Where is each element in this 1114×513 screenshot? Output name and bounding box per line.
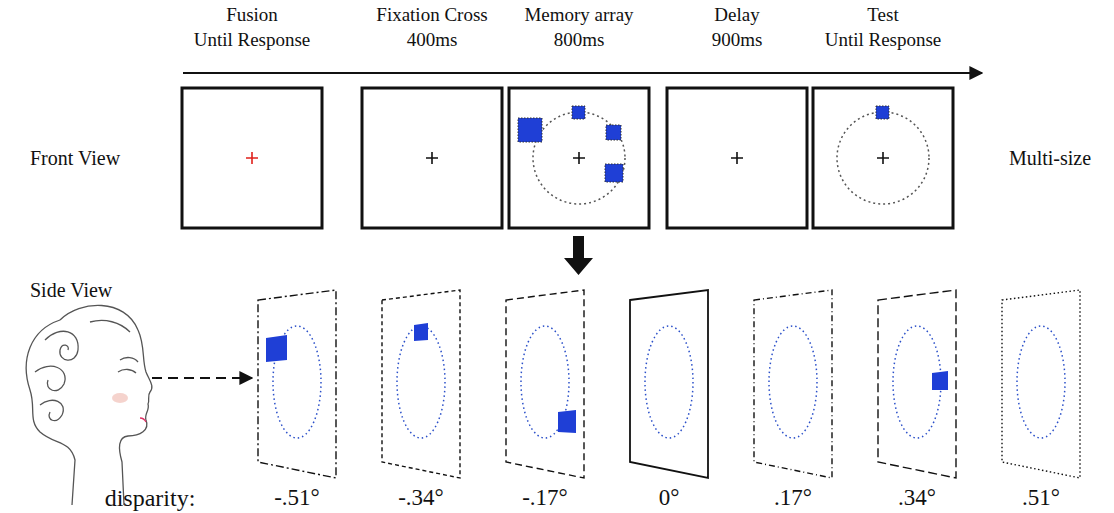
plane <box>754 290 832 478</box>
lips <box>140 418 146 422</box>
depth-planes <box>258 290 1080 478</box>
timeline-arrow <box>183 72 982 74</box>
blue-square <box>606 125 621 140</box>
blue-square <box>572 106 585 119</box>
condition-label: Multi-size <box>1009 147 1091 169</box>
hair-curl <box>35 366 65 390</box>
eye <box>118 369 136 373</box>
fixation-cross <box>573 152 585 164</box>
screen <box>813 88 953 228</box>
dotted-circle <box>837 112 929 204</box>
down-arrow <box>564 236 593 275</box>
stage-title: Memory array <box>524 5 633 26</box>
disparity-value: .51° <box>1022 485 1060 510</box>
gaze-arrow <box>152 377 252 379</box>
dotted-ellipse <box>769 326 817 438</box>
view-label: Front View <box>30 147 120 169</box>
fixation-crosses <box>246 152 889 164</box>
disparity-value: -.51° <box>274 485 320 510</box>
blue-square <box>518 118 542 142</box>
plane <box>382 290 460 478</box>
fixation-cross <box>246 152 258 164</box>
stage-title: Fusion <box>226 5 278 26</box>
cheek <box>112 393 128 403</box>
blue-square <box>266 335 287 362</box>
fixation-cross <box>426 152 438 164</box>
stage-title: Delay <box>714 5 759 26</box>
eyebrow <box>120 358 138 362</box>
disparity-value: .34° <box>898 485 936 510</box>
plane-circles <box>273 326 1065 438</box>
stage-duration: 400ms <box>407 30 458 51</box>
memory-items <box>518 106 623 182</box>
screen <box>509 88 649 228</box>
blue-square <box>876 106 889 119</box>
dotted-ellipse <box>1017 326 1065 438</box>
dotted-ellipse <box>397 326 445 438</box>
plane <box>258 290 336 478</box>
dotted-circle <box>533 112 625 204</box>
stage-duration: 800ms <box>554 30 605 51</box>
disparity-value: 0° <box>659 485 680 510</box>
blue-square <box>414 323 428 341</box>
hair-line <box>90 320 130 332</box>
blue-square <box>605 164 623 182</box>
plane <box>630 290 708 478</box>
stage-duration: 900ms <box>712 30 763 51</box>
screen <box>362 88 502 228</box>
stage-duration: Until Response <box>825 30 942 51</box>
view-label: Side View <box>30 279 112 301</box>
face-illustration <box>26 305 152 505</box>
screen <box>667 88 807 228</box>
disparity-value: -.34° <box>398 485 444 510</box>
blue-square <box>932 371 948 390</box>
hair-curl <box>45 331 78 360</box>
disparity-value: .17° <box>774 485 812 510</box>
axis-label: disparity: <box>105 485 196 511</box>
fixation-cross <box>877 152 889 164</box>
hair-curl <box>40 400 63 420</box>
disparity-value: -.17° <box>522 485 568 510</box>
plane-items <box>266 323 948 433</box>
stage-duration: Until Response <box>194 30 311 51</box>
dotted-ellipse <box>645 326 693 438</box>
plane <box>878 290 956 478</box>
screens <box>182 88 953 228</box>
plane <box>506 290 584 478</box>
stage-title: Fixation Cross <box>376 5 487 26</box>
blue-square <box>558 410 576 433</box>
plane <box>1002 290 1080 478</box>
stage-title: Test <box>867 5 898 26</box>
screen <box>182 88 322 228</box>
fixation-cross <box>731 152 743 164</box>
